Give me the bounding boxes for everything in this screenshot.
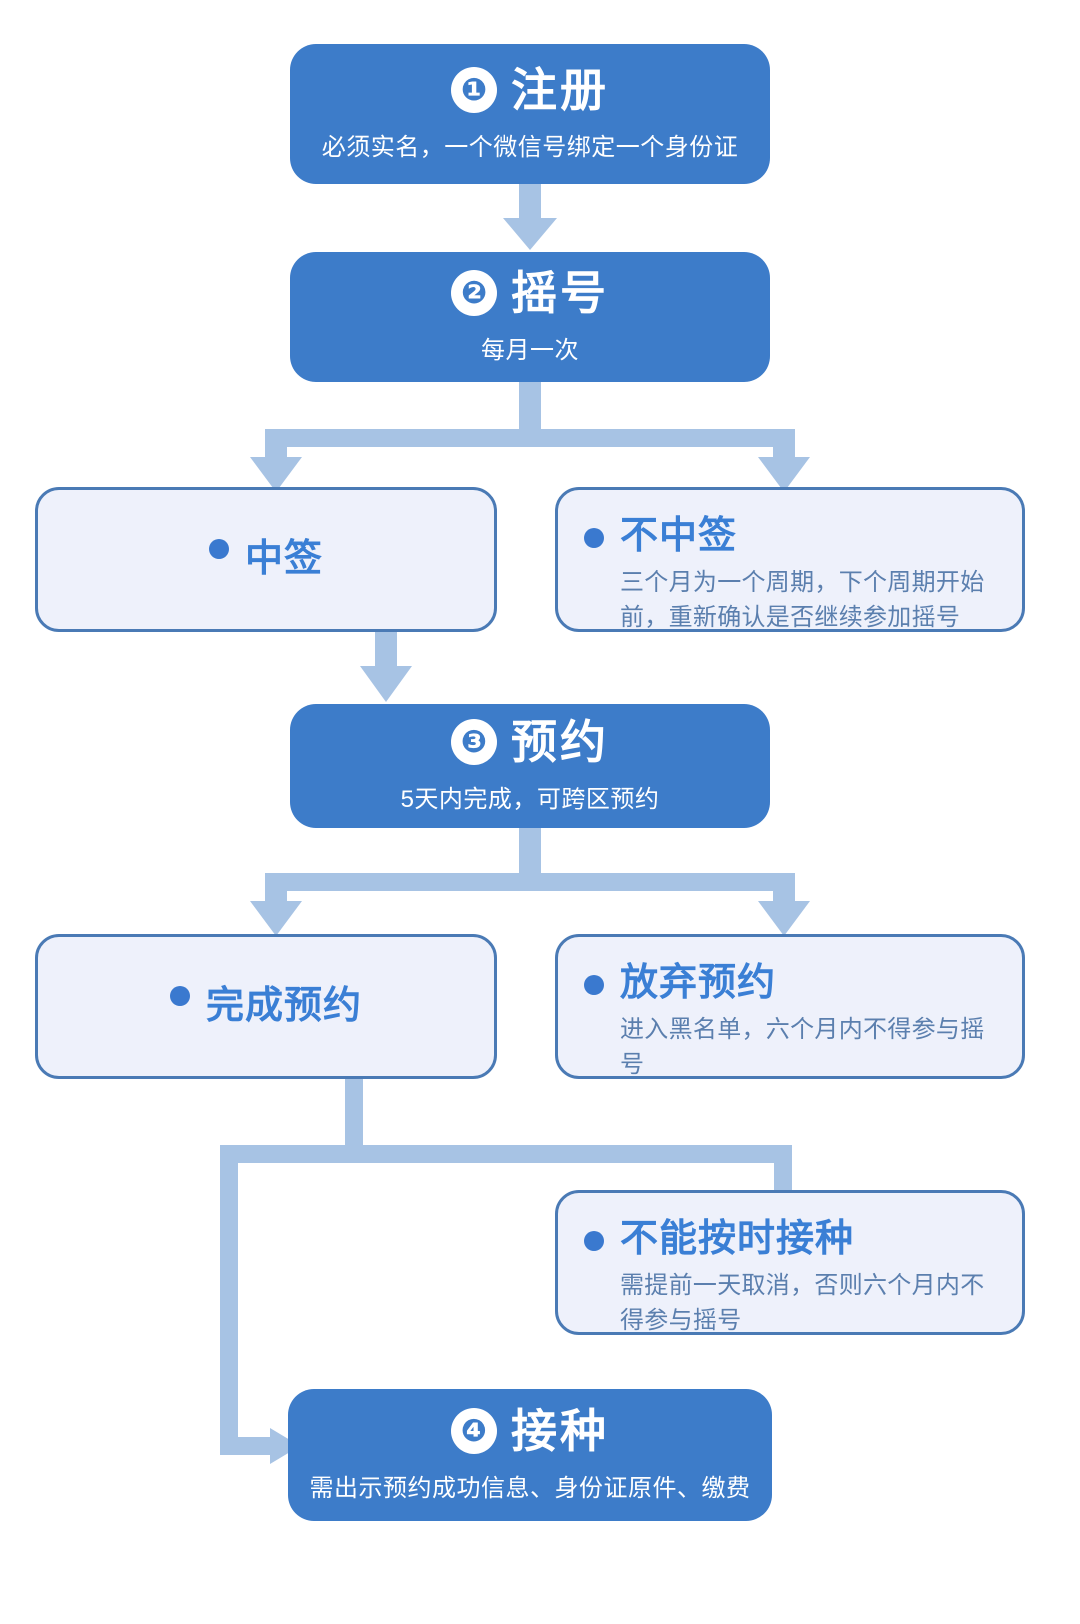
step-box-register[interactable]: ❶ 注册 必须实名，一个微信号绑定一个身份证 [290, 44, 770, 184]
outcome-title: 不中签 [620, 515, 738, 557]
step-title: 摇号 [511, 266, 609, 319]
step-heading: ❶ 注册 [451, 63, 609, 116]
outcome-box-bu-zhong-qian[interactable]: 不中签 三个月为一个周期，下个周期开始前，重新确认是否继续参加摇号 [555, 487, 1025, 632]
outcome-description: 进入黑名单，六个月内不得参与摇号 [620, 1015, 985, 1078]
step-heading: ❷ 摇号 [451, 266, 609, 319]
step-subtitle: 需出示预约成功信息、身份证原件、缴费 [309, 1474, 751, 1502]
bullet-dot-icon [208, 538, 229, 559]
outcome-heading: 完成预约 [169, 984, 362, 1028]
step-heading: ❸ 预约 [451, 715, 609, 768]
step-number-badge: ❹ [451, 1407, 497, 1454]
outcome-box-wan-cheng-yu-yue[interactable]: 完成预约 [35, 934, 497, 1079]
step-subtitle: 必须实名，一个微信号绑定一个身份证 [321, 133, 739, 161]
step-heading: ❹ 接种 [451, 1404, 609, 1457]
outcome-box-zhong-qian[interactable]: 中签 [35, 487, 497, 632]
outcome-heading: 放弃预约 [584, 962, 996, 1005]
step-number-badge: ❸ [451, 718, 497, 765]
connector-step3-branch [250, 828, 810, 936]
outcome-box-fang-qi-yu-yue[interactable]: 放弃预约 进入黑名单，六个月内不得参与摇号 [555, 934, 1025, 1079]
bullet-dot-icon [584, 975, 604, 995]
connector-step1-to-step2 [503, 184, 557, 250]
step-title: 接种 [511, 1404, 609, 1457]
bullet-dot-icon [584, 528, 604, 548]
step-box-vaccination[interactable]: ❹ 接种 需出示预约成功信息、身份证原件、缴费 [288, 1389, 772, 1521]
outcome-heading: 不能按时接种 [584, 1218, 996, 1261]
outcome-heading: 不中签 [584, 515, 996, 558]
step-box-lottery[interactable]: ❷ 摇号 每月一次 [290, 252, 770, 382]
outcome-heading: 中签 [208, 537, 323, 581]
step-title: 预约 [511, 715, 609, 768]
bullet-dot-icon [584, 1231, 604, 1251]
outcome-box-bu-neng-an-shi-jie-zhong[interactable]: 不能按时接种 需提前一天取消，否则六个月内不得参与摇号 [555, 1190, 1025, 1335]
connector-zhongqian-to-step3 [360, 632, 412, 702]
outcome-description: 需提前一天取消，否则六个月内不得参与摇号 [620, 1271, 985, 1334]
outcome-title: 放弃预约 [620, 962, 777, 1004]
step-title: 注册 [511, 63, 609, 116]
bullet-dot-icon [169, 985, 190, 1006]
step-subtitle: 5天内完成，可跨区预约 [400, 785, 660, 813]
outcome-title: 中签 [244, 537, 323, 580]
outcome-description: 三个月为一个周期，下个周期开始前，重新确认是否继续参加摇号 [620, 568, 985, 631]
step-subtitle: 每月一次 [481, 336, 579, 364]
connector-step2-branch [250, 382, 810, 492]
outcome-title: 完成预约 [205, 984, 362, 1027]
step-number-badge: ❶ [451, 66, 497, 113]
outcome-title: 不能按时接种 [620, 1218, 855, 1260]
step-box-appointment[interactable]: ❸ 预约 5天内完成，可跨区预约 [290, 704, 770, 828]
step-number-badge: ❷ [451, 269, 497, 316]
